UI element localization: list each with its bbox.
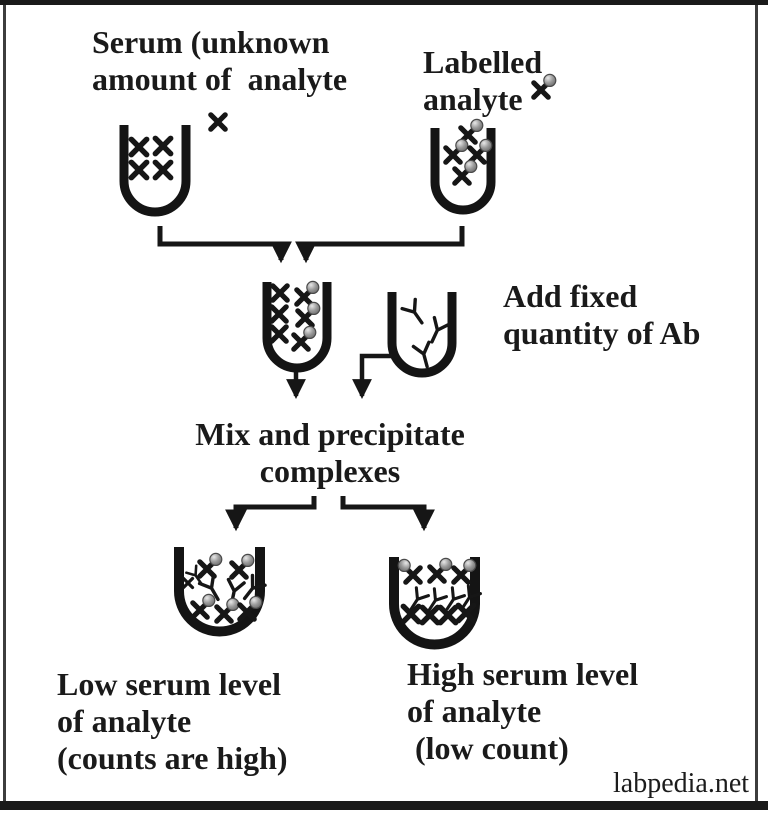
labelled-analyte-label: Labelled analyte <box>423 44 543 117</box>
analyte-x-icon <box>272 307 286 321</box>
high-result-label: High serum level of analyte (low count) <box>407 656 639 766</box>
analyte-x-icon <box>181 576 195 590</box>
labeled-analyte-icon <box>461 119 483 142</box>
branch-left-arrow <box>224 496 317 532</box>
analyte-x-icon <box>131 162 146 177</box>
antibody-y-icon <box>455 584 482 613</box>
merge-bracket-right-arrow <box>294 226 465 264</box>
labeled-analyte-icon <box>297 281 319 304</box>
frame-right-line <box>755 5 758 801</box>
labeled-analyte-icon <box>430 558 452 581</box>
labeled-analyte-icon <box>298 302 320 325</box>
labeled-analyte-icon <box>240 596 262 619</box>
labeled-analyte-icon <box>454 559 476 582</box>
mixing-tube <box>262 281 332 373</box>
watermark-text: labpedia.net <box>613 768 750 799</box>
serum-tube <box>119 125 191 217</box>
low-result-label: Low serum level of analyte (counts are h… <box>57 666 288 776</box>
frame-left-line <box>3 5 6 801</box>
antibody-y-icon <box>400 297 431 330</box>
antibody-y-icon <box>403 586 430 615</box>
analyte-x-icon <box>403 606 418 621</box>
frame-top-bar <box>0 0 768 5</box>
high-result-tube <box>389 557 482 650</box>
labeled-analyte-icon <box>446 139 468 162</box>
analyte-x-icon <box>273 286 287 300</box>
labeled-analyte-icon <box>470 139 492 162</box>
analyte-x-icon <box>440 607 455 622</box>
labeled-analyte-icon <box>455 160 477 183</box>
antibody-y-icon <box>197 573 227 606</box>
labeled-analyte-icon <box>232 554 254 577</box>
antibody-y-icon <box>411 340 437 371</box>
antibody-tube <box>387 292 457 378</box>
antibody-y-icon <box>185 564 208 589</box>
antibody-y-icon <box>221 577 246 608</box>
antibody-y-icon <box>421 587 448 616</box>
branch-right-arrow <box>340 496 436 532</box>
analyte-x-icon <box>155 138 170 153</box>
labeled-analyte-icon <box>193 594 215 617</box>
merge-bracket-left-arrow <box>157 226 293 264</box>
analyte-x-icon <box>211 115 225 129</box>
antibody-y-icon <box>422 315 451 347</box>
antibody-elbow-arrow <box>352 353 392 399</box>
analyte-x-icon <box>458 605 473 620</box>
labelled-analyte-tube <box>430 119 496 215</box>
add-antibody-label: Add fixed quantity of Ab <box>503 278 701 351</box>
analyte-x-icon <box>422 607 437 622</box>
labeled-analyte-icon <box>217 598 239 621</box>
frame-bottom-bar <box>0 801 768 810</box>
labeled-analyte-icon <box>200 553 222 576</box>
low-result-tube <box>174 547 267 637</box>
analyte-x-icon <box>131 139 146 154</box>
labeled-analyte-icon <box>294 326 316 349</box>
analyte-x-icon <box>272 327 286 341</box>
serum-tube-label: Serum (unknown amount of analyte <box>92 24 348 97</box>
antibody-y-icon <box>236 573 267 606</box>
antibody-y-icon <box>439 586 466 615</box>
mix-step-label: Mix and precipitate complexes <box>195 416 465 489</box>
analyte-x-icon <box>155 162 170 177</box>
labeled-analyte-icon <box>398 559 420 582</box>
